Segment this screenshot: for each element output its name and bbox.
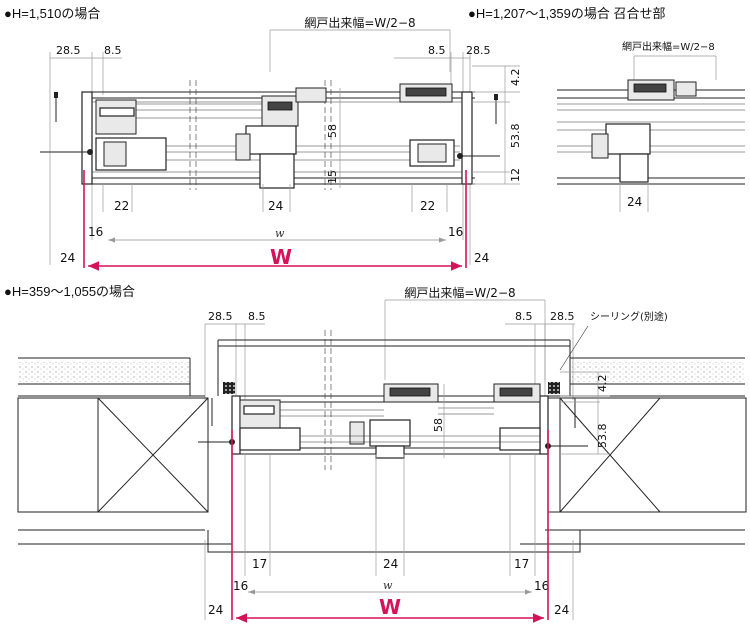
dim-15: 15 [326, 170, 339, 184]
bottom-dim-28-5-left: 28.5 [208, 310, 233, 323]
bottom-dim-24-left: 24 [208, 603, 223, 617]
bottom-dim-24-mid: 24 [383, 557, 398, 571]
meeting-screen-width-label: 網戸出来幅=W/2−8 [622, 40, 715, 53]
dim-28-5-left: 28.5 [56, 44, 81, 57]
header-h1207-meeting: ●H=1,207〜1,359の場合 召合せ部 [468, 6, 666, 21]
W-label: W [270, 245, 292, 269]
bottom-screen-width-label: 網戸出来幅=W/2−8 [404, 285, 515, 300]
section-bottom: 網戸出来幅=W/2−8 28.5 8.5 8.5 28.5 シーリング(別途) [17, 285, 747, 623]
bottom-W-label: W [379, 595, 401, 619]
dim-22-right: 22 [420, 199, 435, 213]
bottom-dim-16-right: 16 [534, 579, 549, 593]
dim-12: 12 [509, 168, 522, 182]
bottom-dim-58: 58 [432, 418, 445, 432]
dim-16-left: 16 [88, 225, 103, 239]
dim-22-left: 22 [114, 199, 129, 213]
dim-24-mid: 24 [268, 199, 283, 213]
section-top-right: 網戸出来幅=W/2−8 24 [557, 40, 745, 212]
bottom-dim-17-left: 17 [252, 557, 267, 571]
dim-16-right: 16 [448, 225, 463, 239]
bottom-dim-53-8: 53.8 [596, 424, 609, 449]
screen-width-label: 網戸出来幅=W/2−8 [304, 15, 415, 30]
bottom-dim-16-left: 16 [233, 579, 248, 593]
bottom-w-label: w [383, 579, 393, 592]
header-h359: ●H=359〜1,055の場合 [4, 284, 136, 299]
dim-8-5-left: 8.5 [104, 44, 122, 57]
dim-24-right: 24 [474, 251, 489, 265]
dim-58: 58 [326, 124, 339, 138]
w-label: w [275, 227, 285, 240]
dim-8-5-right: 8.5 [428, 44, 446, 57]
meeting-dim-24: 24 [627, 195, 642, 209]
bottom-dim-8-5-right: 8.5 [515, 310, 533, 323]
dim-24-left: 24 [60, 251, 75, 265]
dim-53-8: 53.8 [509, 124, 522, 149]
dim-28-5-right: 28.5 [466, 44, 491, 57]
header-h1510: ●H=1,510の場合 [4, 6, 101, 21]
sealing-label: シーリング(別途) [590, 310, 668, 323]
bottom-dim-17-right: 17 [514, 557, 529, 571]
bottom-dim-4-2: 4.2 [596, 375, 609, 393]
dim-4-2: 4.2 [509, 69, 522, 87]
bottom-dim-24-right: 24 [554, 603, 569, 617]
bottom-dim-8-5-left: 8.5 [248, 310, 266, 323]
bottom-dim-28-5-right: 28.5 [550, 310, 575, 323]
section-top-left: 網戸出来幅=W/2−8 28.5 8.5 8.5 28.5 [40, 15, 522, 271]
